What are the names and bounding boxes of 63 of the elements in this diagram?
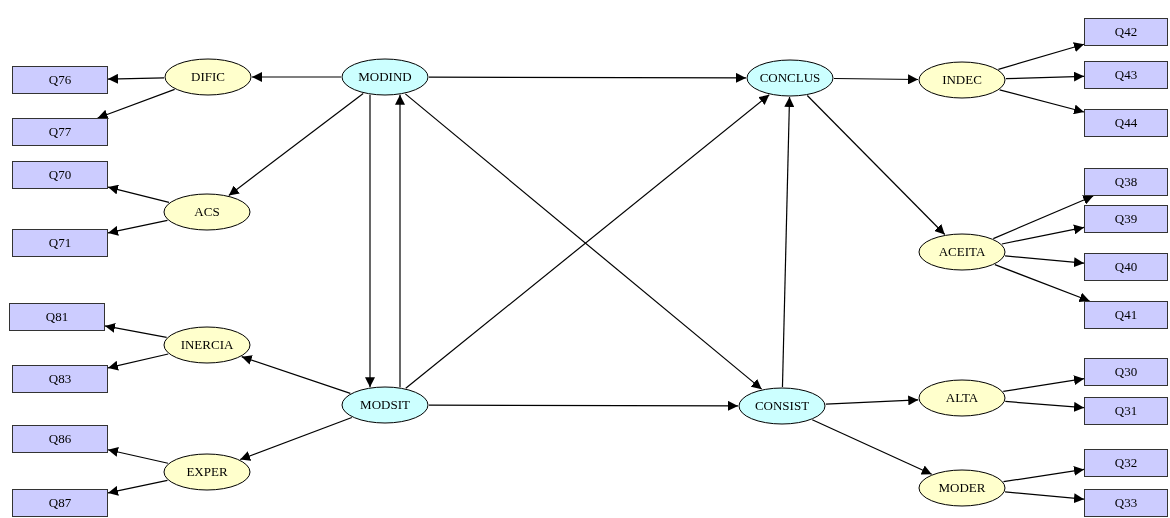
indicator-box: Q31 <box>1084 397 1168 425</box>
indicator-box: Q71 <box>12 229 108 257</box>
arrow <box>107 353 169 371</box>
arrow <box>107 219 169 236</box>
arrow <box>241 355 351 394</box>
arrow <box>1001 224 1085 245</box>
arrow <box>994 264 1091 303</box>
construct-ellipse: ACEITA <box>918 233 1006 271</box>
arrow <box>833 74 919 85</box>
indicator-box: Q86 <box>12 425 108 453</box>
arrow <box>999 89 1085 115</box>
arrow <box>107 479 169 496</box>
indicator-box: Q30 <box>1084 358 1168 386</box>
arrow <box>1005 71 1085 82</box>
arrow <box>1004 491 1085 504</box>
construct-ellipse: MODER <box>918 469 1006 507</box>
arrow <box>228 92 364 197</box>
indicator-box: Q33 <box>1084 489 1168 517</box>
construct-ellipse: CONCLUS <box>746 59 834 97</box>
indicator-box: Q44 <box>1084 109 1168 137</box>
arrow <box>251 72 342 82</box>
arrow <box>1004 400 1085 412</box>
construct-ellipse: EXPER <box>163 453 251 491</box>
indicator-box: Q81 <box>9 303 105 331</box>
indicator-box: Q32 <box>1084 449 1168 477</box>
indicator-box: Q87 <box>12 489 108 517</box>
arrow <box>107 184 170 204</box>
arrow <box>428 400 739 411</box>
construct-ellipse: ALTA <box>918 379 1006 417</box>
construct-ellipse: CONSIST <box>738 387 826 425</box>
arrow <box>1004 255 1085 268</box>
arrow <box>781 96 795 388</box>
indicator-box: Q77 <box>12 118 108 146</box>
arrow <box>97 88 176 120</box>
arrow <box>1002 465 1085 483</box>
arrow <box>239 416 353 461</box>
arrow <box>825 395 919 406</box>
indicator-box: Q42 <box>1084 18 1168 46</box>
arrow <box>811 419 933 475</box>
arrow <box>395 94 405 388</box>
construct-ellipse: INDEC <box>918 61 1006 99</box>
indicator-box: Q39 <box>1084 205 1168 233</box>
construct-ellipse: INERCIA <box>163 326 251 364</box>
arrow <box>428 72 747 83</box>
arrow <box>1002 375 1085 393</box>
arrow <box>107 447 169 464</box>
indicator-box: Q40 <box>1084 253 1168 281</box>
arrow <box>107 73 165 84</box>
arrow <box>104 322 168 339</box>
construct-ellipse: DIFIC <box>164 58 252 96</box>
indicator-box: Q83 <box>12 365 108 393</box>
indicator-box: Q43 <box>1084 61 1168 89</box>
arrow <box>992 195 1094 240</box>
construct-ellipse: MODIND <box>341 58 429 96</box>
indicator-box: Q38 <box>1084 168 1168 196</box>
indicator-box: Q76 <box>12 66 108 94</box>
arrow <box>997 42 1085 70</box>
indicator-box: Q41 <box>1084 301 1168 329</box>
arrow <box>806 94 946 236</box>
construct-ellipse: MODSIT <box>341 386 429 424</box>
arrow <box>365 94 375 388</box>
indicator-box: Q70 <box>12 161 108 189</box>
construct-ellipse: ACS <box>163 193 251 231</box>
